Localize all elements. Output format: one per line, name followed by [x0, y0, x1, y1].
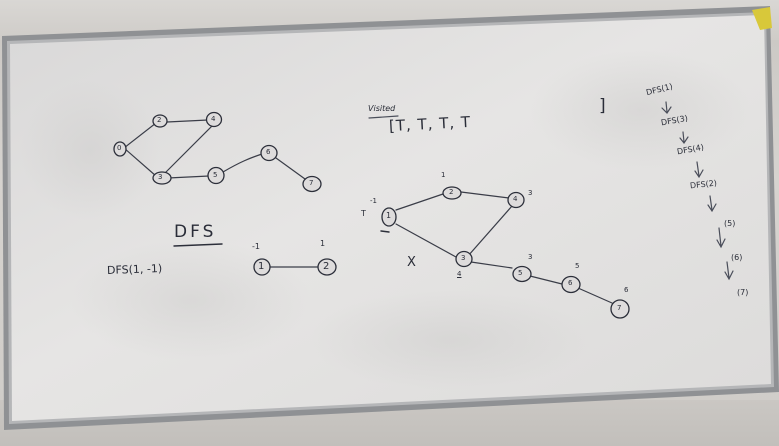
graph1-node	[152, 171, 172, 185]
graph2-node-label: 6	[568, 279, 573, 287]
visited-array: [T, T, T, T	[388, 112, 472, 136]
node1-underline	[380, 230, 390, 233]
graph1-node-label: 7	[309, 179, 314, 187]
pair-node-left-label: 1	[258, 261, 265, 272]
graph2-node-label: 2	[449, 188, 454, 196]
graph2-node-label: 7	[617, 304, 622, 312]
graph1-node-label: 4	[211, 115, 216, 123]
smudge	[310, 290, 590, 390]
corner-magnet	[752, 7, 772, 30]
graph1-node	[302, 175, 322, 193]
pair-node-right-label: 2	[323, 261, 330, 272]
pair-node-right	[317, 258, 337, 276]
dfs-heading: DFS	[174, 222, 217, 242]
visited-label: Visited	[368, 104, 396, 113]
visited-close-bracket: ]	[599, 96, 606, 116]
graph2-node-label: 1	[386, 211, 392, 220]
stack-item: (7)	[737, 288, 749, 297]
graph1-node	[152, 114, 168, 128]
pair-node-left	[253, 258, 271, 276]
graph2-node	[381, 207, 397, 227]
graph2-parent-7: 6	[624, 286, 629, 294]
graph2-node	[512, 265, 532, 283]
graph2-parent-6: 5	[575, 262, 580, 270]
t-mark: T	[361, 209, 366, 218]
graph2-parent-1: -1	[370, 197, 377, 205]
graph2-node-label: 3	[461, 254, 466, 262]
graph2-edges	[395, 191, 613, 304]
graph2-node	[442, 186, 462, 200]
graph1-edges	[123, 119, 306, 180]
graph2-parent-4: 3	[528, 189, 533, 197]
graph1-node	[207, 166, 225, 185]
graph1-node	[205, 111, 223, 128]
graph1-node	[260, 144, 278, 162]
stack-arrows	[661, 101, 734, 281]
graph2-node	[561, 275, 581, 294]
graph2-node	[507, 191, 525, 209]
graph2-node-label: 4	[513, 195, 518, 203]
graph1-node-label: 3	[158, 173, 163, 181]
graph1-node-label: 6	[266, 148, 271, 156]
graph2-node-label: 5	[518, 269, 523, 277]
pair-left-parent: -1	[252, 242, 260, 251]
graph2-parent-3: 4	[457, 270, 462, 278]
graph1-node-label: 2	[157, 116, 162, 124]
graph2-node	[610, 299, 630, 319]
smudge	[20, 80, 160, 220]
smudge	[70, 240, 310, 360]
graph1-node	[113, 141, 127, 157]
graph2-parent-5: 3	[528, 253, 533, 261]
smudge	[530, 50, 750, 170]
stack-item: (6)	[731, 253, 743, 262]
graph1-node-label: 0	[117, 144, 122, 152]
graph2-parent-2: 1	[441, 171, 446, 179]
dfs-call: DFS(1, -1)	[106, 262, 163, 277]
heading-underline	[173, 243, 223, 247]
graph1-node-label: 5	[213, 171, 218, 179]
visited-underline	[368, 115, 399, 119]
pair-right-parent: 1	[320, 239, 326, 248]
stack-item: (5)	[724, 219, 736, 228]
graph2-node	[455, 250, 473, 268]
cross-mark: X	[407, 255, 416, 270]
